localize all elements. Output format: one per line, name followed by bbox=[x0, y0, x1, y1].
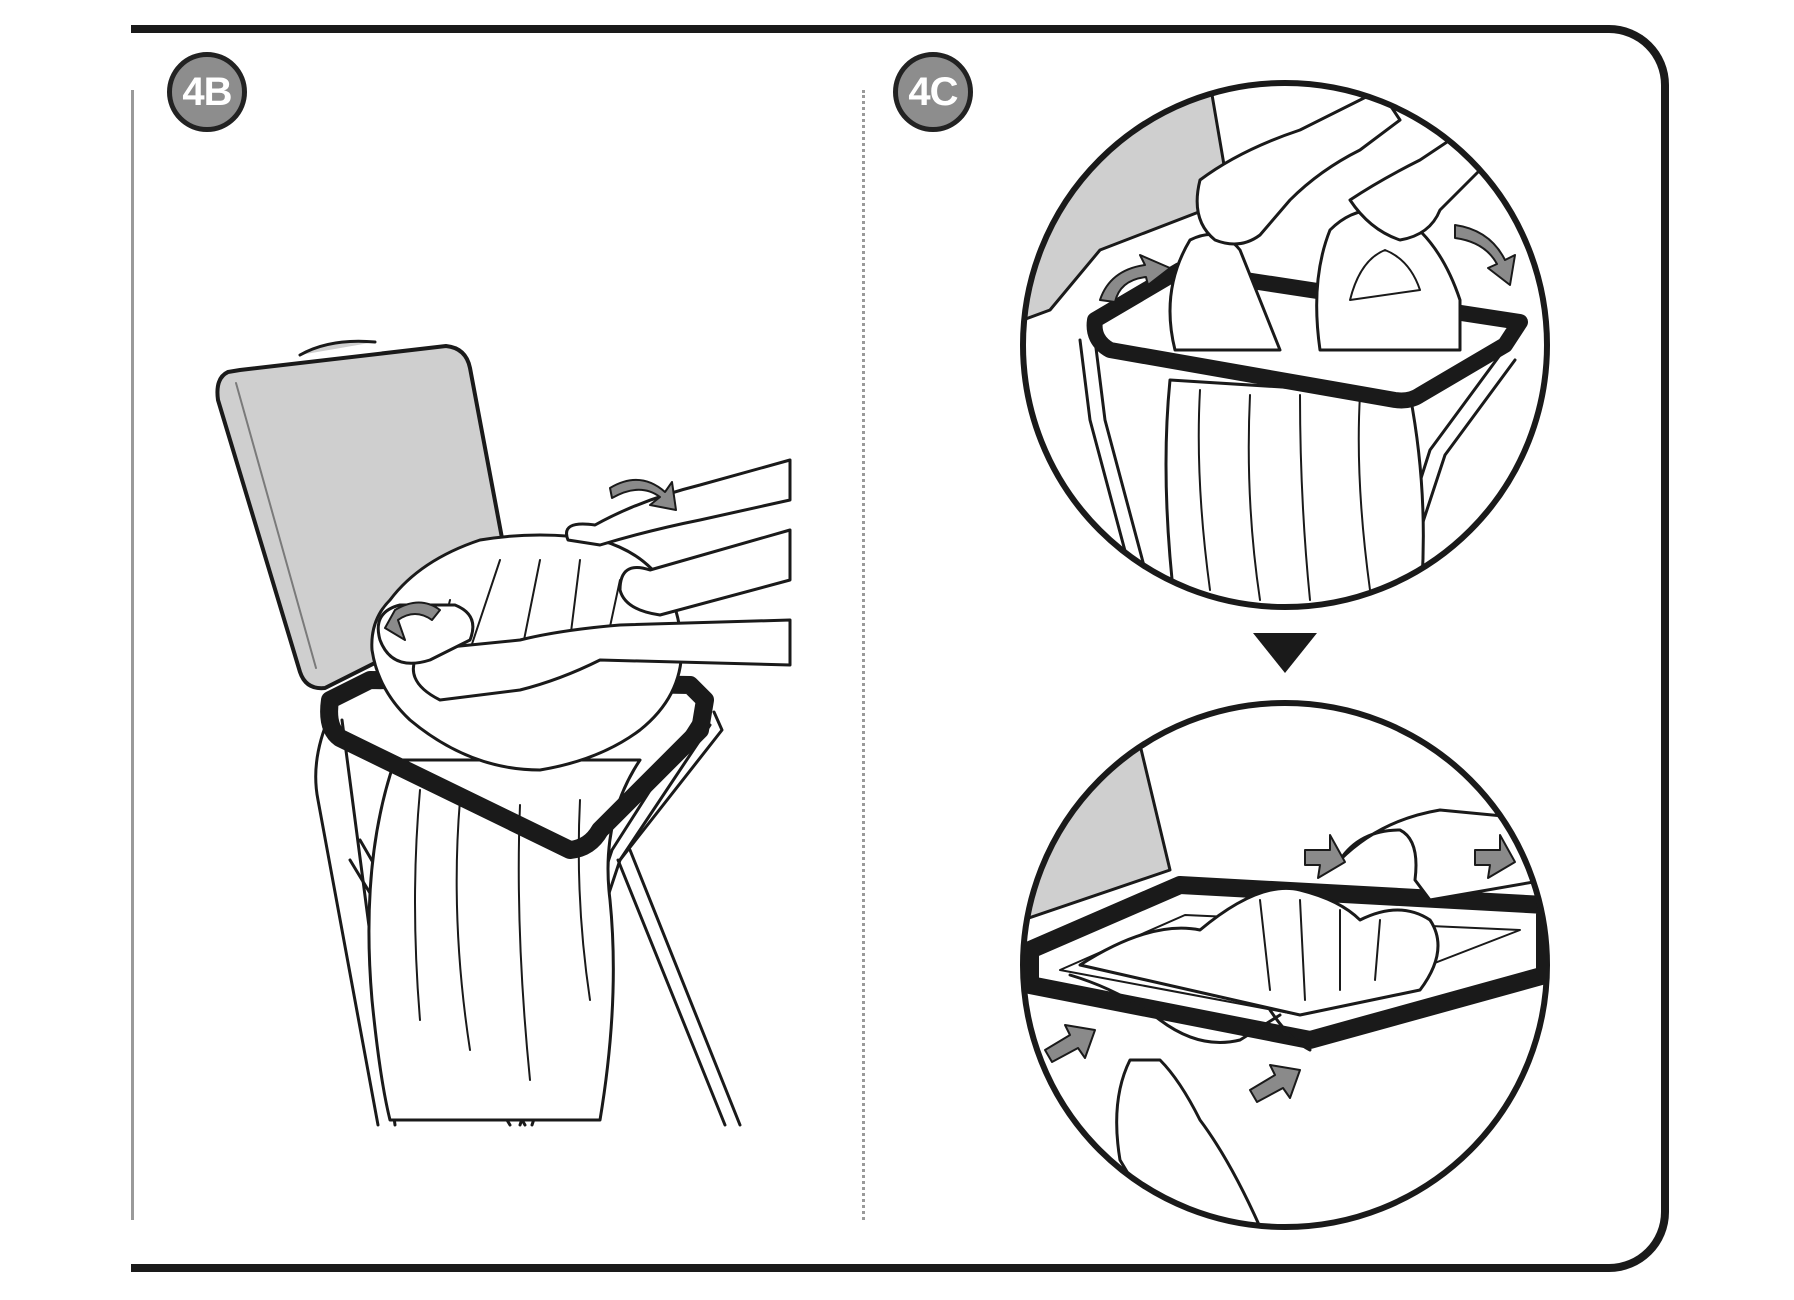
down-triangle-icon bbox=[1253, 633, 1317, 673]
panel-4b-illustration bbox=[215, 339, 792, 1127]
fold-arrows-4b bbox=[384, 479, 677, 641]
detail-circle-bottom bbox=[1020, 700, 1550, 1230]
panel-divider bbox=[862, 90, 865, 1220]
bag-frame-ring bbox=[320, 671, 714, 859]
bag-folds bbox=[414, 789, 591, 1081]
page-border bbox=[131, 25, 1669, 1272]
left-margin-rule bbox=[131, 90, 134, 1220]
panel-4c-top-illustration bbox=[1020, 80, 1550, 610]
curved-arrow-icon bbox=[609, 479, 677, 511]
curved-arrow-icon bbox=[384, 601, 441, 641]
lid-hinge bbox=[298, 339, 377, 357]
step-badge-4b: 4B bbox=[167, 52, 247, 132]
detail-circle-top bbox=[1020, 80, 1550, 610]
step-badge-4c: 4C bbox=[893, 52, 973, 132]
lid-edge bbox=[235, 382, 317, 669]
panel-4c-bottom-illustration bbox=[1020, 700, 1550, 1230]
hands-4b bbox=[376, 458, 792, 702]
